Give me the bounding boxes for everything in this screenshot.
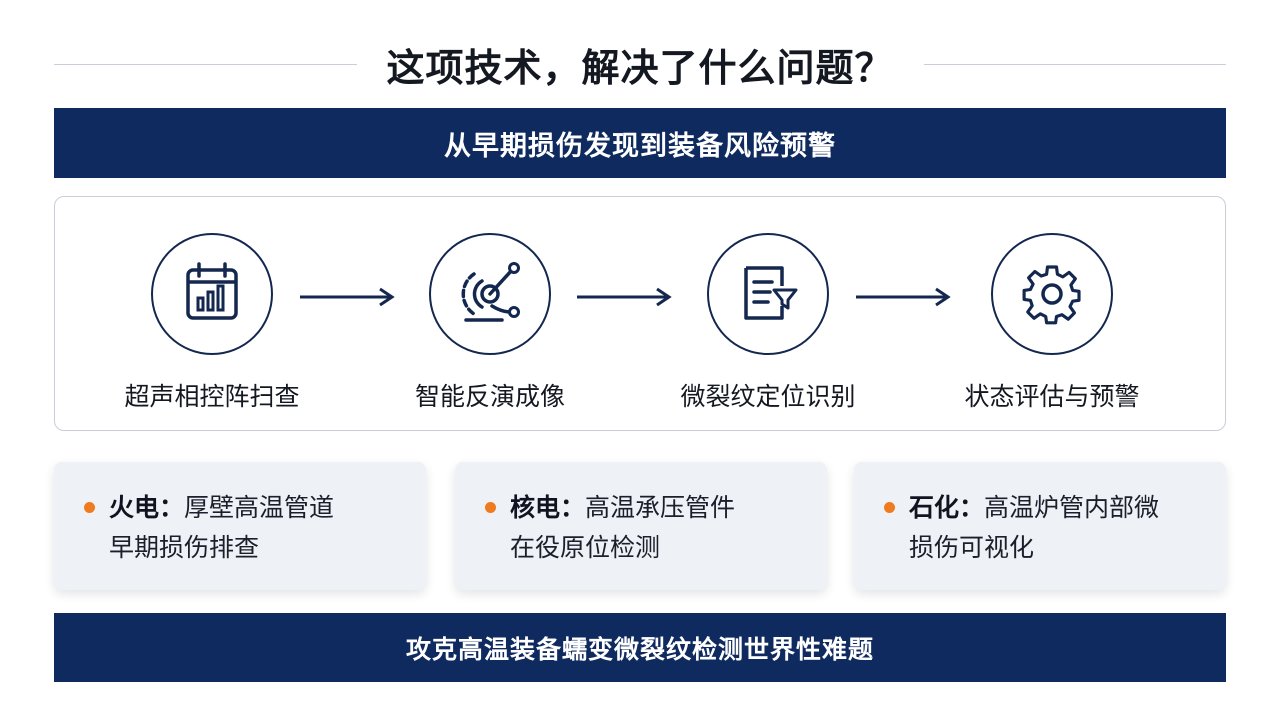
process-step-imaging: 智能反演成像 (380, 233, 600, 413)
arrow-right-icon (300, 287, 395, 307)
process-panel: 超声相控阵扫查 智能反演成像 (54, 196, 1226, 431)
step-label: 微裂纹定位识别 (680, 382, 856, 411)
arrow-right-icon (856, 287, 951, 307)
step-label: 状态评估与预警 (964, 382, 1140, 411)
card-text-1: 高温承压管件 (585, 493, 736, 522)
document-filter-icon (744, 266, 798, 320)
top-banner: 从早期损伤发现到装备风险预警 (54, 108, 1226, 178)
process-step-locate: 微裂纹定位识别 (658, 233, 878, 413)
bullet-dot-icon (485, 502, 496, 513)
arrow-right-icon (577, 287, 672, 307)
step-label: 超声相控阵扫查 (124, 382, 300, 411)
gear-icon (1022, 265, 1081, 325)
process-step-assess: 状态评估与预警 (942, 233, 1162, 413)
target-signal-icon (461, 262, 520, 322)
bullet-dot-icon (84, 502, 95, 513)
calendar-chart-icon (186, 262, 238, 320)
title-row: 这项技术，解决了什么问题？ (54, 36, 1227, 92)
card-line-1: 石化： 高温炉管内部微 (884, 488, 1226, 528)
card-text-1: 高温炉管内部微 (984, 493, 1160, 522)
bottom-banner: 攻克高温装备蠕变微裂纹检测世界性难题 (54, 613, 1226, 682)
step-icon-circle (151, 233, 273, 355)
card-heading: 火电： (109, 493, 185, 522)
bullet-dot-icon (884, 502, 895, 513)
card-text-1: 厚壁高温管道 (184, 493, 335, 522)
process-step-scan: 超声相控阵扫查 (102, 233, 322, 413)
card-line-1: 核电： 高温承压管件 (485, 488, 827, 528)
card-text-2: 早期损伤排查 (109, 533, 260, 562)
card-heading: 核电： (510, 493, 586, 522)
application-card-thermal: 火电： 厚壁高温管道 早期损伤排查 (54, 462, 426, 590)
step-icon-circle (991, 233, 1113, 355)
card-text-2: 损伤可视化 (909, 533, 1035, 562)
application-card-petrochem: 石化： 高温炉管内部微 损伤可视化 (854, 462, 1226, 590)
title-divider-right (923, 63, 1227, 65)
step-label: 智能反演成像 (414, 382, 565, 411)
title-divider-left (54, 63, 357, 65)
card-text-2: 在役原位检测 (510, 533, 661, 562)
card-line-1: 火电： 厚壁高温管道 (84, 488, 426, 528)
application-card-nuclear: 核电： 高温承压管件 在役原位检测 (455, 462, 827, 590)
page-title: 这项技术，解决了什么问题？ (386, 45, 894, 90)
step-icon-circle (707, 233, 829, 355)
step-icon-circle (429, 233, 551, 355)
card-heading: 石化： (909, 493, 985, 522)
